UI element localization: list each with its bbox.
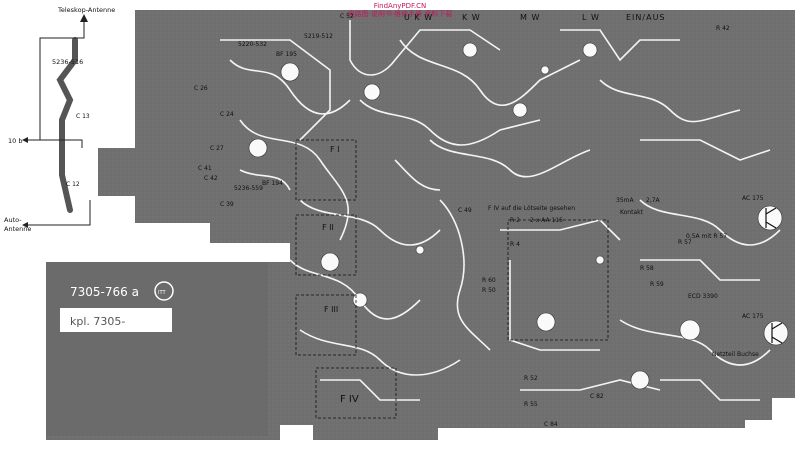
label-r52: R 52 xyxy=(524,375,538,382)
label-2-7a: 2,7A xyxy=(646,197,661,204)
label-c41: C 41 xyxy=(198,165,212,172)
component-frames xyxy=(295,139,609,419)
label-f3: F III xyxy=(324,305,338,314)
watermark-line2: 电路图·说明书·维修手册 资料下载 xyxy=(348,9,453,18)
label-bf195: BF 195 xyxy=(276,51,297,58)
label-kontakt: Kontakt xyxy=(620,209,644,216)
transistor-symbols xyxy=(765,207,783,344)
antenna-wires xyxy=(24,20,91,226)
label-c26: C 26 xyxy=(194,85,208,92)
header-mw: M W xyxy=(520,13,540,22)
label-netzteil-buchse: Netzteil Buchse xyxy=(712,351,759,358)
label-r59: R 59 xyxy=(650,281,664,288)
label-c39: C 39 xyxy=(220,201,234,208)
label-antenne: Antenne xyxy=(4,225,31,233)
label-fuse-note: 0,5A mit R 57 xyxy=(686,233,727,240)
label-c12: C 12 xyxy=(66,181,80,188)
label-35ma: 35mA xyxy=(616,197,634,204)
watermark-line1: FindAnyPDF.CN xyxy=(374,2,427,10)
label-c27: C 27 xyxy=(210,145,224,152)
label-c82: C 82 xyxy=(590,393,604,400)
label-r4: R 4 xyxy=(510,241,520,248)
label-r2: R 2 xyxy=(510,217,520,224)
label-code: 7305-766 a xyxy=(70,285,139,299)
label-r58: R 58 xyxy=(640,265,654,272)
auto-arrow-icon xyxy=(22,222,28,228)
label-card xyxy=(46,262,268,436)
solder-pads xyxy=(248,42,789,390)
label-bf194: BF 194 xyxy=(262,180,283,187)
label-c13: C 13 xyxy=(76,113,90,120)
label-f1: F I xyxy=(330,145,340,154)
label-ecd: ECD 3390 xyxy=(688,293,718,300)
label-10b: 10 b xyxy=(8,137,22,145)
label-r57: R 57 xyxy=(678,239,692,246)
antenna-arrow-icon xyxy=(80,14,88,22)
kpl-label-box xyxy=(60,308,172,332)
label-ac175-top: AC 175 xyxy=(742,195,764,202)
header-einaus: EIN/AUS xyxy=(626,13,666,22)
label-f4: F IV xyxy=(340,394,359,405)
label-auto: Auto- xyxy=(4,216,22,224)
label-kpl: kpl. 7305- xyxy=(70,315,125,328)
header-ukw: U K W xyxy=(404,13,433,22)
label-r60: R 60 xyxy=(482,277,496,284)
label-5219-512: 5219-512 xyxy=(304,33,333,40)
label-f4-note: F IV auf die Lötseite gesehen xyxy=(488,205,575,212)
label-c84: C 84 xyxy=(544,421,558,428)
antenna-traces xyxy=(56,37,78,213)
label-5236-559: 5236-559 xyxy=(234,185,263,192)
label-aa115: 2 x AA 115 xyxy=(530,217,563,224)
label-ref-5236-516: 5236-516 xyxy=(52,58,83,66)
header-kw: K W xyxy=(462,13,481,22)
label-r42: R 42 xyxy=(716,25,730,32)
label-ac175-bottom: AC 175 xyxy=(742,313,764,320)
label-teleskop-antenne: Teleskop-Antenne xyxy=(57,6,115,14)
label-f2: F II xyxy=(322,223,334,232)
label-c24: C 24 xyxy=(220,111,234,118)
label-r55: R 55 xyxy=(524,401,538,408)
label-5220-532: 5220-532 xyxy=(238,41,267,48)
itt-logo-icon xyxy=(154,281,174,301)
label-logo-text: ITT xyxy=(158,290,166,296)
label-c52: C 52 xyxy=(340,13,354,20)
label-c42: C 42 xyxy=(204,175,218,182)
label-c49: C 49 xyxy=(458,207,472,214)
input-arrow-icon xyxy=(22,137,28,143)
label-r50: R 50 xyxy=(482,287,496,294)
header-lw: L W xyxy=(582,13,600,22)
